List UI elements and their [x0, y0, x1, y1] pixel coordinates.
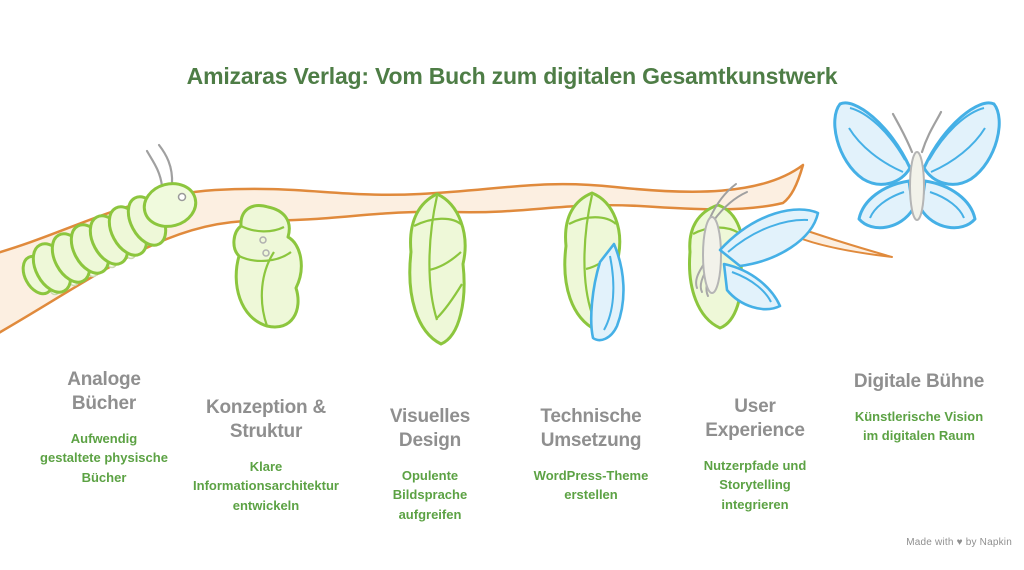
stage-heading: Konzeption & Struktur: [205, 397, 327, 442]
stage-description: Nutzerpfade und Storytelling integrieren: [703, 457, 807, 512]
stage-user-experience: User Experience Nutzerpfade und Storytel…: [663, 395, 848, 514]
stage-heading: Analoge Bücher: [67, 369, 141, 414]
stage-heading: User Experience: [705, 396, 805, 441]
twig-icon: [792, 225, 893, 258]
stage-visuelles-design: Visuelles Design Opulente Bildsprache au…: [338, 405, 523, 524]
chrysalis-icon: [408, 192, 467, 346]
stage-description: Opulente Bildsprache aufgreifen: [392, 467, 468, 522]
stage-description: Klare Informationsarchitektur entwickeln: [193, 458, 339, 513]
butterfly-icon: [833, 101, 1001, 230]
stage-heading: Visuelles Design: [389, 406, 471, 451]
footer-credit: Made with ♥ by Napkin: [906, 537, 1012, 548]
stage-analoge-buecher: Analoge Bücher Aufwendig gestaltete phys…: [12, 368, 197, 487]
stage-konzeption-struktur: Konzeption & Struktur Klare Informations…: [174, 396, 359, 515]
chrysalis-wing-emerging-icon: [563, 191, 625, 342]
page-title: Amizaras Verlag: Vom Buch zum digitalen …: [186, 63, 838, 90]
stage-technische-umsetzung: Technische Umsetzung WordPress-Theme ers…: [499, 405, 684, 505]
stage-description: WordPress-Theme erstellen: [533, 467, 649, 503]
stage-description: Künstlerische Vision im digitalen Raum: [854, 408, 984, 444]
stage-heading: Technische Umsetzung: [540, 406, 642, 451]
stage-digitale-buehne: Digitale Bühne Künstlerische Vision im d…: [827, 370, 1012, 446]
butterfly-emerging-icon: [688, 183, 820, 330]
caterpillar-icon: [21, 143, 198, 296]
stage-description: Aufwendig gestaltete physische Bücher: [40, 430, 168, 485]
stage-heading: Digitale Bühne: [853, 371, 985, 392]
curled-caterpillar-icon: [232, 204, 303, 329]
branch-illustration: [0, 163, 893, 334]
